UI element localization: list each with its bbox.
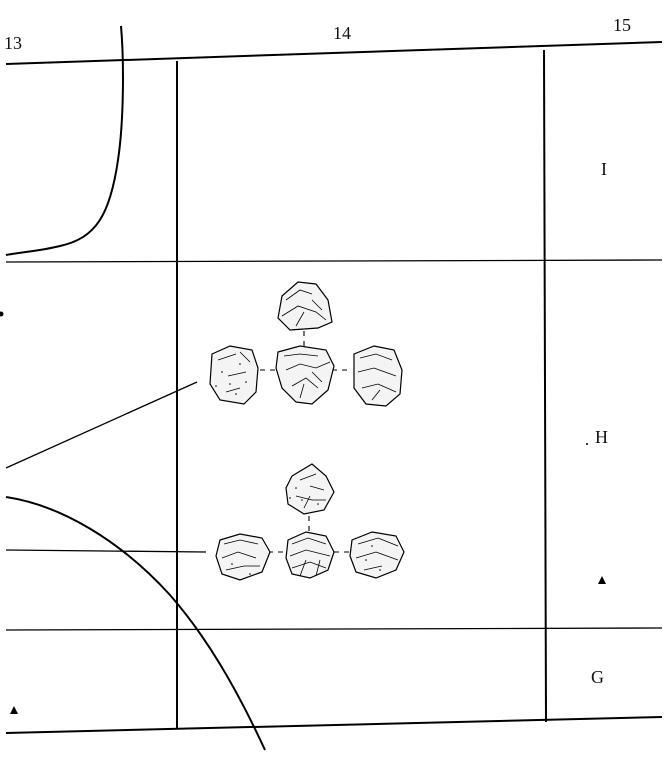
triangle-marker [598,576,606,584]
artifact-view-right [349,531,405,579]
grid-row-label-i: I [601,159,607,179]
grid-line-bottom [5,716,663,734]
grid-line-row-h-g [5,627,663,631]
artifact-view-center [275,345,335,405]
grid-column-label-14: 14 [333,23,351,43]
artifact-group-lower [215,463,405,581]
point-mark [586,443,588,445]
artifact-view-left [209,345,259,405]
feature-boundary-lower [5,496,266,751]
artifact-view-center [285,531,335,579]
triangle-marker [10,706,18,714]
leader-line-lower-group [5,549,207,553]
grid-row-label-h: H [595,427,608,447]
feature-boundary-upper [5,25,124,256]
artifact-view-right [353,345,403,407]
artifact-view-top [277,281,333,331]
grid-column-label-15: 15 [613,15,631,35]
artifact-group-upper [209,281,403,407]
grid-line-col-15 [543,49,547,723]
artifact-view-left [215,533,271,581]
grid-row-label-g: G [591,667,604,687]
grid-line-row-i-h [5,259,663,263]
artifact-view-top [285,463,335,515]
leader-line-upper-group [5,381,198,469]
grid-column-label-13: 13 [4,33,22,53]
grid-line-top [5,41,663,65]
edge-mark [0,311,4,317]
